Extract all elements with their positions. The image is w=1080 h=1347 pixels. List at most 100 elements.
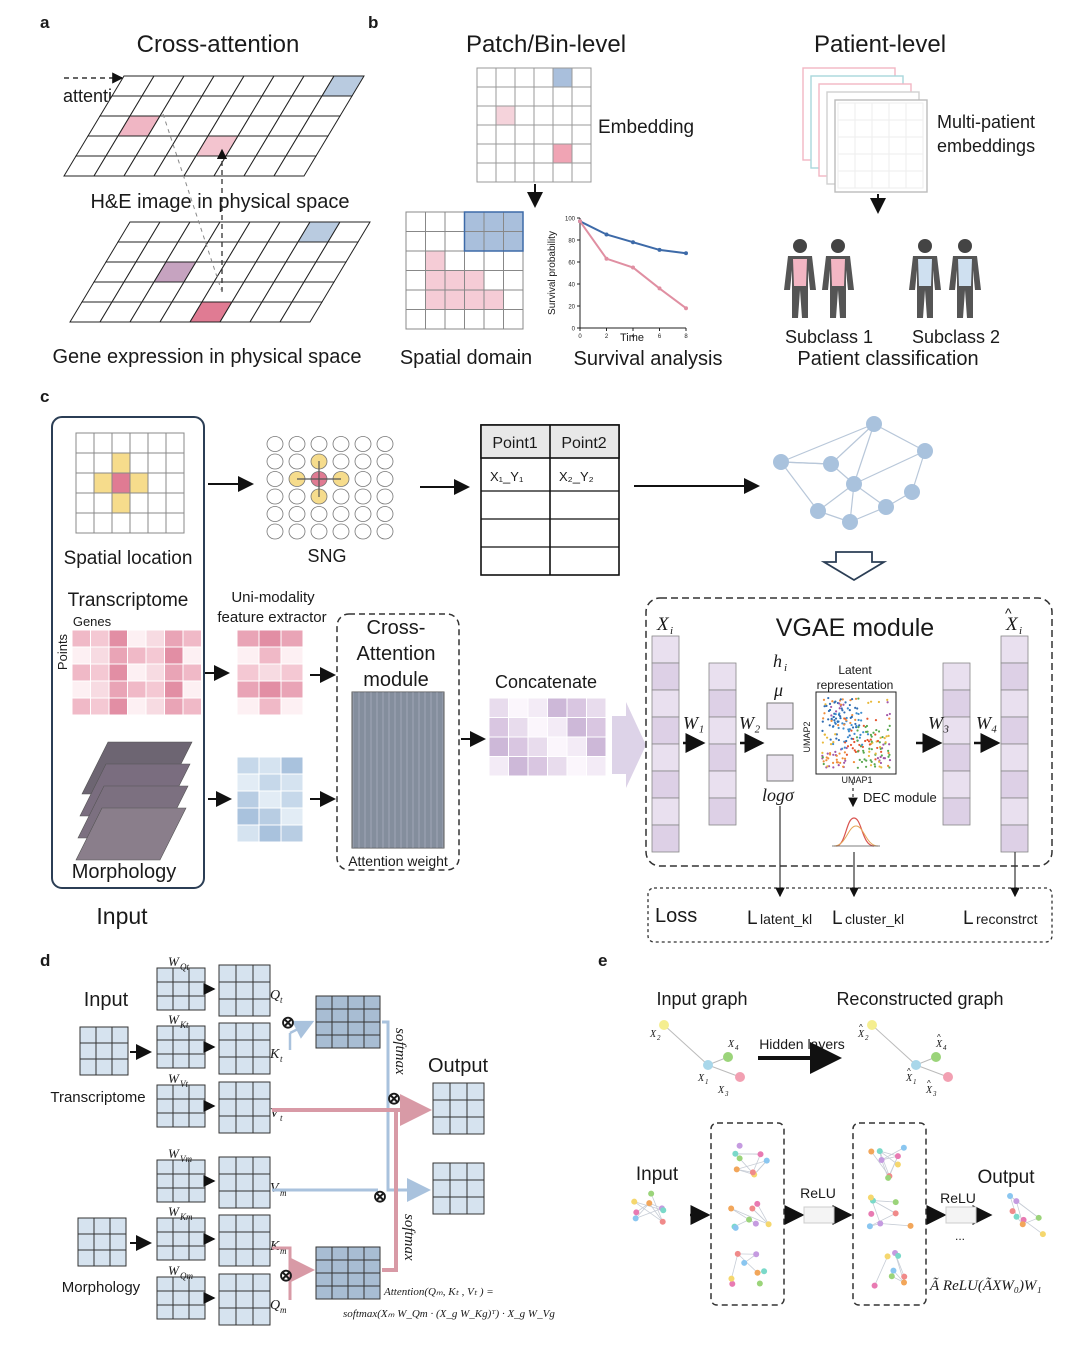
grid-cell bbox=[566, 756, 587, 777]
grid-cell bbox=[188, 995, 206, 1011]
grid-cell bbox=[571, 86, 592, 107]
otimes-1: ⊗ bbox=[281, 1013, 295, 1032]
concatenate-label: Concatenate bbox=[495, 672, 597, 692]
formula-line-1: Attention(Qₘ, Kₜ , Vₜ ) = bbox=[383, 1286, 494, 1298]
sng-node bbox=[288, 453, 306, 470]
mini-node bbox=[894, 1161, 901, 1168]
grid-cell bbox=[156, 1245, 174, 1261]
gcn-formula: Ã ReLU(ÃXW₀)W₁ bbox=[929, 1277, 1042, 1294]
umap-point bbox=[841, 698, 844, 701]
grid-cell bbox=[218, 1190, 237, 1209]
grid-cell bbox=[503, 250, 524, 271]
grid-cell bbox=[156, 1025, 174, 1041]
umap-point bbox=[873, 765, 877, 768]
xi-hat-caret: ^ bbox=[1005, 605, 1012, 621]
umap-point bbox=[827, 765, 831, 768]
umap-point bbox=[836, 761, 839, 764]
umap-point bbox=[844, 759, 847, 762]
grid-cell bbox=[483, 250, 504, 271]
umap-point bbox=[823, 705, 826, 708]
grid-cell bbox=[188, 1290, 206, 1306]
projection-matrix bbox=[218, 1081, 271, 1134]
umap-point bbox=[832, 741, 835, 744]
grid-cell bbox=[508, 717, 529, 738]
mini-edge bbox=[752, 1208, 769, 1225]
grid-cell bbox=[77, 1249, 95, 1267]
weight-label-sub: Vt bbox=[180, 1079, 188, 1089]
grid-cell bbox=[235, 1098, 254, 1117]
umap-point bbox=[858, 736, 861, 739]
grid-cell bbox=[258, 629, 282, 648]
grid-cell bbox=[571, 143, 592, 164]
sng-node bbox=[310, 523, 328, 540]
grid-cell bbox=[315, 1285, 333, 1300]
weight-label: W bbox=[168, 1071, 180, 1086]
grid-cell bbox=[871, 119, 890, 138]
grid-cell bbox=[252, 1290, 271, 1309]
mini-node bbox=[876, 1148, 883, 1155]
input-box bbox=[51, 416, 205, 889]
umap-point bbox=[847, 730, 851, 733]
survival-point bbox=[684, 251, 688, 256]
grid-cell bbox=[837, 153, 856, 172]
umap-point bbox=[834, 717, 838, 720]
to-vgae-arrow bbox=[612, 702, 646, 788]
mini-node bbox=[901, 1273, 908, 1280]
grid-cell bbox=[93, 432, 113, 454]
vgae-layer-cell bbox=[1000, 743, 1029, 772]
umap-point bbox=[867, 754, 871, 758]
projection-matrix bbox=[218, 1214, 271, 1267]
tiny-node-hat: ^ bbox=[937, 1033, 941, 1042]
umap-point bbox=[876, 739, 880, 743]
sng-node bbox=[376, 488, 394, 505]
grid-cell bbox=[172, 1304, 190, 1320]
umap-point bbox=[845, 719, 848, 722]
mini-node bbox=[1009, 1208, 1016, 1215]
panel-a: a Cross-attention attention H&E image in… bbox=[40, 13, 371, 368]
grid-cell bbox=[77, 1217, 95, 1235]
tiny-node-sub: 2 bbox=[657, 1034, 661, 1042]
sng-node bbox=[376, 523, 394, 540]
grid-cell bbox=[172, 1245, 190, 1261]
grid-cell bbox=[363, 1246, 381, 1261]
sng-node bbox=[266, 436, 284, 452]
grid-cell bbox=[571, 67, 592, 88]
grid-cell bbox=[854, 170, 873, 189]
umap-point bbox=[850, 697, 854, 701]
w1-label: W₁ bbox=[683, 713, 704, 733]
umap-point bbox=[851, 713, 854, 717]
sng-node bbox=[266, 506, 284, 522]
umap-point bbox=[843, 711, 846, 714]
tiny-node-sub: 3 bbox=[724, 1090, 729, 1098]
mini-edge bbox=[869, 1213, 896, 1227]
grid-cell bbox=[503, 211, 524, 232]
dec-distribution-icon bbox=[832, 817, 880, 847]
grid-cell bbox=[552, 162, 573, 183]
y-tick-label: 40 bbox=[568, 283, 575, 289]
grid-cell bbox=[188, 1173, 206, 1189]
grid-cell bbox=[218, 1248, 237, 1267]
torso bbox=[918, 259, 932, 286]
umap-point bbox=[838, 712, 841, 715]
patient-classification-label: Patient classification bbox=[797, 348, 978, 370]
umap-point bbox=[828, 753, 832, 756]
mini-graph bbox=[732, 1142, 770, 1178]
umap-point bbox=[875, 728, 878, 732]
grid-cell bbox=[495, 67, 516, 88]
softmax-label-2: softmax bbox=[401, 1214, 417, 1261]
weight-label: W bbox=[168, 1012, 180, 1027]
grid-cell bbox=[503, 270, 524, 291]
umap-point bbox=[822, 760, 825, 763]
mini-edge bbox=[879, 1150, 899, 1157]
umap-point bbox=[888, 712, 891, 716]
projection-matrix bbox=[218, 1273, 271, 1326]
grid-cell bbox=[218, 1039, 237, 1058]
mu-label: μ bbox=[773, 680, 783, 700]
sng-node bbox=[288, 488, 306, 505]
grid-cell bbox=[147, 512, 167, 534]
points-label: Points bbox=[55, 633, 70, 670]
otimes-2: ⊗ bbox=[387, 1089, 401, 1108]
mini-edge bbox=[874, 1256, 888, 1286]
grid-cell bbox=[432, 1196, 451, 1215]
